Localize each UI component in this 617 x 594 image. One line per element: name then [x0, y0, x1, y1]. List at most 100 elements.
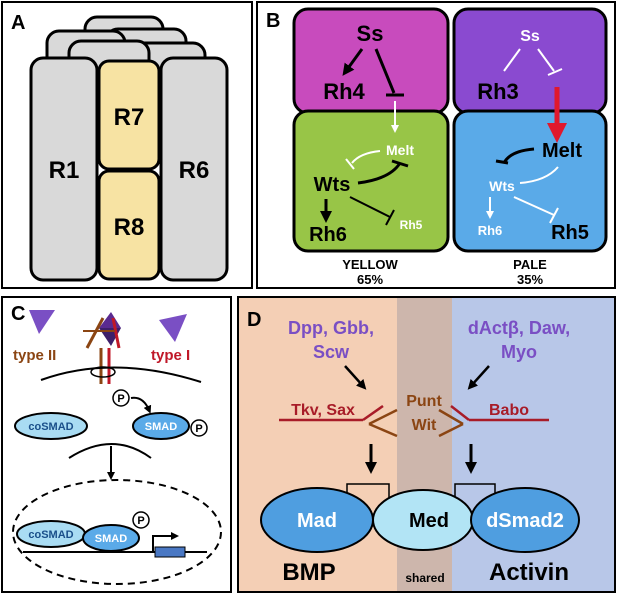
dsmad2-label: dSmad2	[486, 510, 564, 532]
r1-label: R1	[49, 157, 80, 184]
type1-receptor-outer	[111, 317, 121, 349]
pale-rh6: Rh6	[478, 223, 503, 238]
type2-label: type II	[13, 347, 56, 364]
pale-rh5: Rh5	[551, 222, 589, 244]
panel-d-letter: D	[247, 309, 261, 331]
pale-rh3: Rh3	[477, 79, 519, 104]
pale-label: PALE	[513, 257, 547, 272]
punt-receptor-right-tail	[438, 422, 464, 438]
ss-inhibits-melt-line	[374, 48, 396, 94]
type2-receptor-outer	[85, 317, 105, 349]
panel-b: B Ss Rh4 Melt Wts Rh6 Rh5 Ss Rh3 Melt	[256, 1, 616, 289]
yellow-rh5: Rh5	[400, 218, 423, 232]
pale-wts: Wts	[489, 178, 515, 194]
wit-label: Wit	[412, 417, 437, 434]
melt-inhibits-wts	[351, 150, 381, 164]
mad-med-bracket	[346, 483, 390, 498]
activin-ligands-line1: dActβ, Daw,	[468, 318, 570, 338]
activin-receptor-arm	[450, 405, 470, 421]
phosphorylation-loop-icon	[90, 366, 116, 378]
ligand-triangle-left	[29, 310, 55, 334]
punt-receptor-left-tail	[368, 422, 398, 438]
pale-melt-inhibit-bar	[495, 159, 509, 165]
ss-to-rh4-arrow	[342, 48, 364, 76]
r7-label: R7	[114, 104, 145, 131]
r7-cell	[97, 59, 161, 171]
wts-inhibit-bar	[391, 159, 409, 168]
yellow-wts: Wts	[314, 174, 351, 196]
pale-ss-inhibit-line	[537, 48, 555, 72]
r6-label: R6	[179, 157, 210, 184]
pale-wts-inhibits-rh5	[513, 196, 555, 216]
ligand-triangle-right	[159, 314, 187, 342]
pale-ss-rh3-line	[503, 48, 521, 72]
pale-wts-inhibits-melt	[519, 166, 559, 184]
mad-label: Mad	[297, 510, 337, 532]
babo-label: Babo	[489, 402, 529, 419]
r8-cell	[97, 169, 161, 281]
med-label: Med	[409, 510, 449, 532]
type1-label: type I	[151, 347, 190, 364]
pale-ss: Ss	[520, 28, 540, 45]
panel-c: C type II type I P coSMAD SMAD P	[1, 296, 232, 593]
opsin-network-diagram: B Ss Rh4 Melt Wts Rh6 Rh5 Ss Rh3 Melt	[266, 7, 608, 287]
wts-inhibits-melt	[357, 162, 402, 185]
smad-signaling-diagram: C type II type I P coSMAD SMAD P	[11, 303, 222, 585]
bmp-pathway-label: BMP	[282, 559, 335, 586]
bmp-ligands-line1: Dpp, Gbb,	[288, 318, 374, 338]
panel-a: A R1 R7 R8 R6	[1, 1, 253, 289]
panel-d: D Dpp, Gbb, Scw dActβ, Daw, Myo Tkv, Sax…	[237, 296, 616, 593]
target-gene-box	[154, 546, 186, 558]
complex-arc	[68, 443, 152, 459]
activin-ligands-line2: Myo	[501, 342, 537, 362]
punt-receptor-right-arm	[438, 408, 464, 426]
panel-b-letter: B	[266, 10, 280, 32]
activin-pathway-label: Activin	[489, 559, 569, 586]
ommatidium-diagram: A R1 R7 R8 R6	[11, 12, 229, 282]
dsmad2-ellipse	[470, 487, 580, 553]
nucleus-outline	[12, 479, 222, 585]
bmp-activin-diagram: D Dpp, Gbb, Scw dActβ, Daw, Myo Tkv, Sax…	[239, 298, 614, 591]
nuclear-smad-phosphate	[132, 511, 150, 529]
smad-cytoplasm-label: SMAD	[145, 421, 177, 433]
receptor-phosphate	[112, 389, 130, 407]
yellow-melt: Melt	[386, 142, 414, 158]
yellow-rh6: Rh6	[309, 224, 347, 246]
cosmad-nucleus-label: coSMAD	[28, 529, 73, 541]
smad-phosphate-label: P	[195, 423, 202, 435]
phosphate-transfer-arrow	[130, 396, 152, 414]
r6-cell	[159, 56, 229, 282]
yellow-label: YELLOW	[342, 257, 398, 272]
yellow-percent: 65%	[357, 272, 383, 287]
pale-percent: 35%	[517, 272, 543, 287]
mad-ellipse	[260, 487, 374, 553]
activin-ligand-arrow	[467, 365, 490, 390]
bmp-ligand-arrow	[344, 365, 367, 390]
pale-melt: Melt	[542, 140, 582, 162]
cell-membrane	[40, 366, 202, 383]
punt-receptor-left-arm	[368, 408, 398, 426]
yellow-ss: Ss	[357, 21, 384, 46]
smad-phosphate	[190, 419, 208, 437]
rh5-inhibit-bar	[385, 209, 395, 226]
cosmad-cytoplasm	[14, 412, 88, 440]
receptor-phosphate-label: P	[117, 393, 124, 405]
panel-a-letter: A	[11, 12, 25, 34]
melt-inhibit-bar	[345, 158, 355, 170]
punt-label: Punt	[406, 393, 442, 410]
r1-cell	[29, 56, 99, 282]
wts-inhibits-rh5	[349, 196, 391, 218]
transcription-start-arrow	[152, 532, 179, 552]
shared-label: shared	[405, 571, 444, 585]
cosmad-cytoplasm-label: coSMAD	[28, 421, 73, 433]
smad-nucleus-label: SMAD	[95, 533, 127, 545]
smad-cytoplasm	[132, 412, 190, 440]
panel-c-letter: C	[11, 303, 25, 325]
yellow-rh4: Rh4	[323, 79, 365, 104]
bmp-ligands-line2: Scw	[313, 342, 350, 362]
med-dsmad2-bracket	[454, 483, 496, 498]
nuclear-smad-phosphate-label: P	[137, 515, 144, 527]
r8-label: R8	[114, 214, 145, 241]
bmp-receptors-label: Tkv, Sax	[291, 402, 355, 419]
bmp-receptor-arm	[362, 404, 384, 422]
